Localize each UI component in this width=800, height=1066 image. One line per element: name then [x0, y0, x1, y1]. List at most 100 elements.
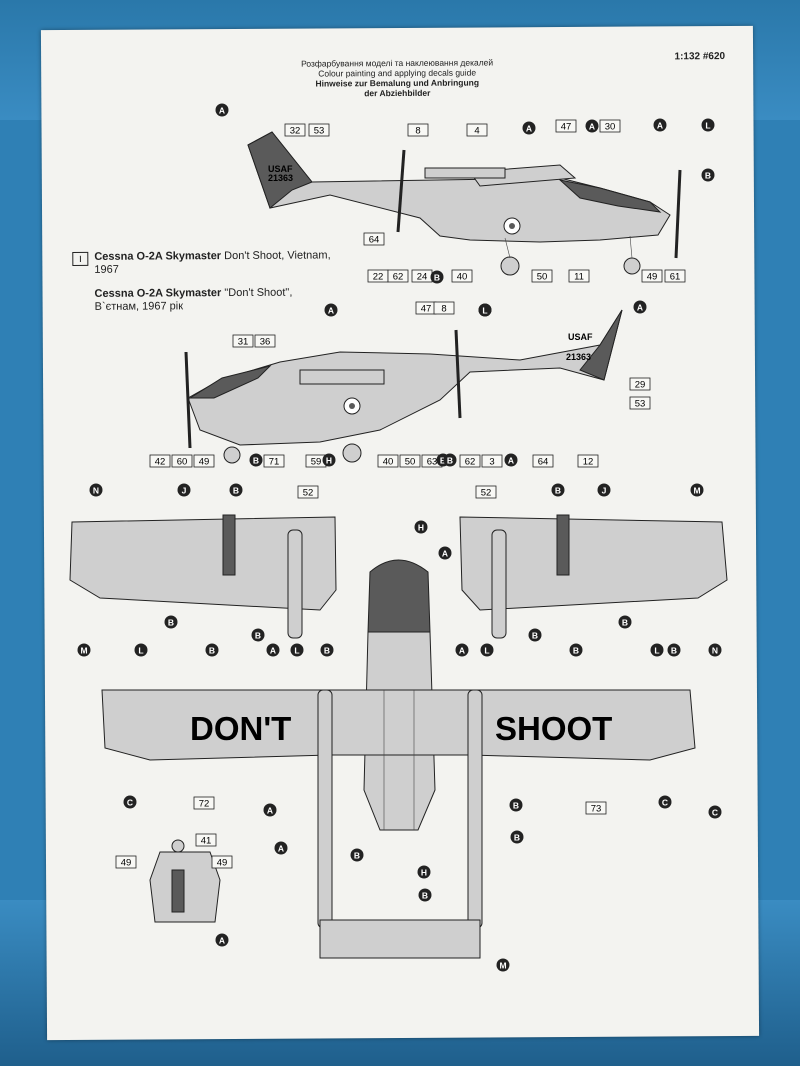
svg-text:L: L	[654, 646, 659, 656]
svg-text:N: N	[93, 486, 99, 496]
svg-text:29: 29	[635, 380, 646, 391]
svg-text:A: A	[442, 549, 448, 559]
color-letter-callout: H	[414, 520, 428, 534]
svg-text:53: 53	[314, 126, 325, 137]
color-letter-callout: C	[123, 795, 137, 809]
decal-number-box: 52	[297, 485, 319, 499]
svg-text:12: 12	[583, 457, 594, 468]
color-letter-callout: B	[510, 830, 524, 844]
decal-number-box: 12	[577, 454, 599, 468]
decal-number-box: 8	[433, 301, 455, 315]
svg-text:B: B	[671, 646, 677, 656]
svg-text:36: 36	[260, 337, 271, 348]
svg-text:63: 63	[427, 457, 438, 468]
decal-number-box: 40	[377, 454, 399, 468]
svg-text:M: M	[499, 961, 506, 971]
svg-text:A: A	[328, 306, 334, 316]
decal-number-box: 47	[415, 301, 437, 315]
tail-usaf-bottom: USAF	[568, 332, 593, 342]
svg-text:B: B	[573, 646, 579, 656]
svg-text:B: B	[447, 456, 453, 466]
svg-text:B: B	[422, 891, 428, 901]
svg-text:A: A	[270, 646, 276, 656]
svg-text:52: 52	[303, 488, 314, 499]
svg-text:41: 41	[201, 836, 212, 847]
svg-text:A: A	[657, 121, 663, 131]
svg-text:L: L	[484, 646, 489, 656]
svg-text:M: M	[693, 486, 700, 496]
svg-text:H: H	[326, 456, 332, 466]
svg-text:L: L	[705, 121, 710, 131]
svg-text:64: 64	[538, 457, 549, 468]
svg-text:M: M	[80, 646, 87, 656]
svg-text:J: J	[602, 486, 607, 496]
color-letter-callout: C	[708, 805, 722, 819]
svg-text:A: A	[219, 106, 225, 116]
color-letter-callout: A	[215, 933, 229, 947]
svg-text:C: C	[712, 808, 718, 818]
color-letter-callout: L	[478, 303, 492, 317]
svg-text:B: B	[514, 833, 520, 843]
decal-number-box: 49	[193, 454, 215, 468]
svg-text:A: A	[589, 122, 595, 132]
svg-text:47: 47	[561, 122, 572, 133]
decal-number-box: 40	[451, 269, 473, 283]
color-letter-callout: L	[290, 643, 304, 657]
svg-text:42: 42	[155, 457, 166, 468]
color-letter-callout: M	[496, 958, 510, 972]
wing-text-dont: DON'T	[190, 710, 291, 747]
decal-number-box: 8	[407, 123, 429, 137]
front-view	[149, 839, 221, 923]
color-letter-callout: B	[701, 168, 715, 182]
svg-text:B: B	[324, 646, 330, 656]
svg-text:B: B	[532, 631, 538, 641]
decal-number-box: 52	[475, 485, 497, 499]
svg-text:49: 49	[647, 272, 658, 283]
svg-text:49: 49	[217, 858, 228, 869]
svg-text:J: J	[182, 486, 187, 496]
color-letter-callout: J	[597, 483, 611, 497]
color-letter-callout: M	[690, 483, 704, 497]
decal-number-box: 72	[193, 796, 215, 810]
tail-serial-bottom: 21363	[566, 352, 591, 362]
decal-number-box: 30	[599, 119, 621, 133]
color-letter-callout: A	[522, 121, 536, 135]
decal-number-box: 3	[481, 454, 503, 468]
svg-text:H: H	[421, 868, 427, 878]
color-letter-callout: B	[251, 628, 265, 642]
color-letter-callout: B	[205, 643, 219, 657]
decal-number-box: 53	[629, 396, 651, 410]
color-letter-callout: A	[274, 841, 288, 855]
svg-text:47: 47	[421, 304, 432, 315]
decal-number-box: 62	[387, 269, 409, 283]
svg-text:A: A	[637, 303, 643, 313]
color-letter-callout: L	[134, 643, 148, 657]
decal-number-box: 42	[149, 454, 171, 468]
decal-number-box: 64	[532, 454, 554, 468]
svg-text:A: A	[459, 646, 465, 656]
color-letter-callout: B	[667, 643, 681, 657]
side-profile-right: USAF 21363	[247, 131, 682, 276]
color-letter-callout: C	[658, 795, 672, 809]
color-letter-callout: A	[455, 643, 469, 657]
plan-view: DON'T SHOOT	[101, 559, 696, 959]
svg-text:B: B	[622, 618, 628, 628]
color-letter-callout: B	[509, 798, 523, 812]
color-letter-callout: N	[89, 483, 103, 497]
svg-text:A: A	[267, 806, 273, 816]
decal-number-box: 29	[629, 377, 651, 391]
svg-text:62: 62	[465, 457, 476, 468]
decal-number-box: 11	[568, 269, 590, 283]
svg-text:L: L	[294, 646, 299, 656]
svg-text:B: B	[705, 171, 711, 181]
color-letter-callout: A	[215, 103, 229, 117]
svg-text:61: 61	[670, 272, 681, 283]
svg-text:11: 11	[574, 272, 584, 283]
svg-text:32: 32	[290, 126, 301, 137]
color-letter-callout: B	[551, 483, 565, 497]
svg-text:31: 31	[238, 337, 249, 348]
svg-text:24: 24	[417, 272, 428, 283]
svg-text:49: 49	[121, 858, 132, 869]
